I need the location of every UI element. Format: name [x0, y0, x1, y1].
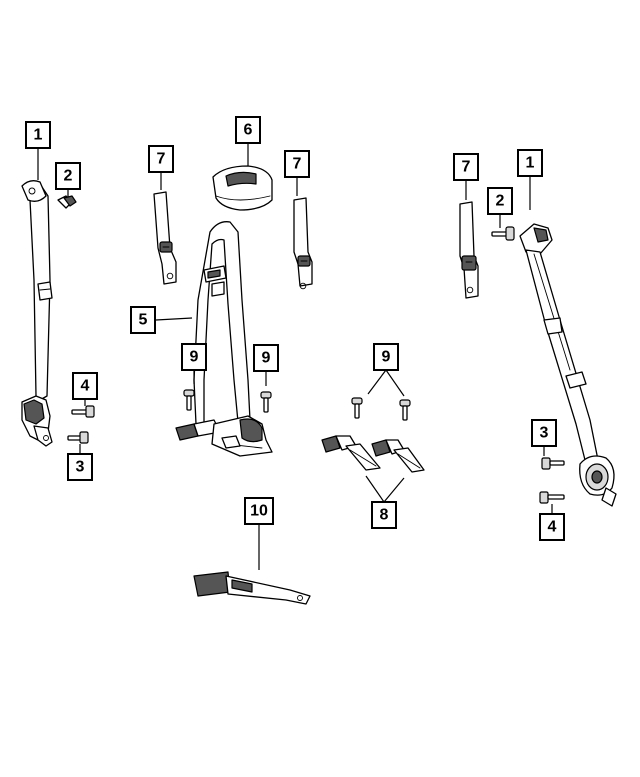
callout-2-right: 2 [487, 187, 513, 215]
callout-4-left-label: 4 [81, 378, 90, 395]
right-bolt-3 [541, 457, 565, 470]
callout-9-b: 9 [253, 344, 279, 372]
callout-7-mid-left-label: 7 [157, 151, 166, 168]
callout-4-right-label: 4 [548, 519, 557, 536]
callout-2-left: 2 [55, 162, 81, 190]
callout-10: 10 [244, 497, 274, 525]
center-bolt-9-a [183, 389, 195, 411]
right-bolt-2 [491, 226, 515, 241]
seat-belt-guide-cover [212, 165, 273, 211]
callout-4-right: 4 [539, 513, 565, 541]
callout-9-b-label: 9 [262, 350, 271, 367]
buckle-assembly-right [371, 439, 425, 473]
callout-9-a: 9 [181, 343, 207, 371]
left-bolt-4 [71, 405, 95, 418]
callout-1-left-label: 1 [34, 127, 43, 144]
right-bolt-4 [539, 491, 565, 504]
callout-10-label: 10 [250, 503, 268, 520]
callout-5-label: 5 [139, 312, 148, 329]
leader-lines [37, 143, 553, 570]
left-bolt-2 [57, 195, 77, 209]
left-bolt-3 [67, 431, 89, 444]
callout-9-c-label: 9 [382, 349, 391, 366]
buckle-assembly-left [321, 435, 381, 471]
right-buckle-strap [459, 201, 479, 299]
callout-7-mid-left: 7 [148, 145, 174, 173]
callout-3-right: 3 [531, 419, 557, 447]
right-bolt-9-a [351, 397, 363, 419]
callout-7-mid-right: 7 [284, 150, 310, 178]
callout-5: 5 [130, 306, 156, 334]
callout-3-left: 3 [67, 453, 93, 481]
callout-7-mid-right-label: 7 [293, 156, 302, 173]
callout-2-right-label: 2 [496, 193, 505, 210]
callout-3-right-label: 3 [540, 425, 549, 442]
right-bolt-9-b [399, 399, 411, 421]
callout-1-left: 1 [25, 121, 51, 149]
callout-3-left-label: 3 [76, 459, 85, 476]
callout-1-right: 1 [517, 149, 543, 177]
callout-4-left: 4 [72, 372, 98, 400]
callout-8-label: 8 [380, 507, 389, 524]
callout-9-a-label: 9 [190, 349, 199, 366]
callout-8: 8 [371, 501, 397, 529]
mid-left-buckle-strap [153, 191, 177, 285]
left-retractor-assembly [21, 180, 53, 447]
callout-6-label: 6 [244, 122, 253, 139]
callout-9-c: 9 [373, 343, 399, 371]
right-retractor-assembly [519, 223, 617, 507]
center-bolt-9-b [260, 391, 272, 413]
mid-right-buckle-strap [293, 197, 313, 290]
center-three-point-belt [175, 221, 273, 457]
callout-7-right-label: 7 [462, 159, 471, 176]
buckle-anchor-10 [193, 571, 311, 605]
callout-6: 6 [235, 116, 261, 144]
callout-7-right: 7 [453, 153, 479, 181]
callout-2-left-label: 2 [64, 168, 73, 185]
callout-1-right-label: 1 [526, 155, 535, 172]
